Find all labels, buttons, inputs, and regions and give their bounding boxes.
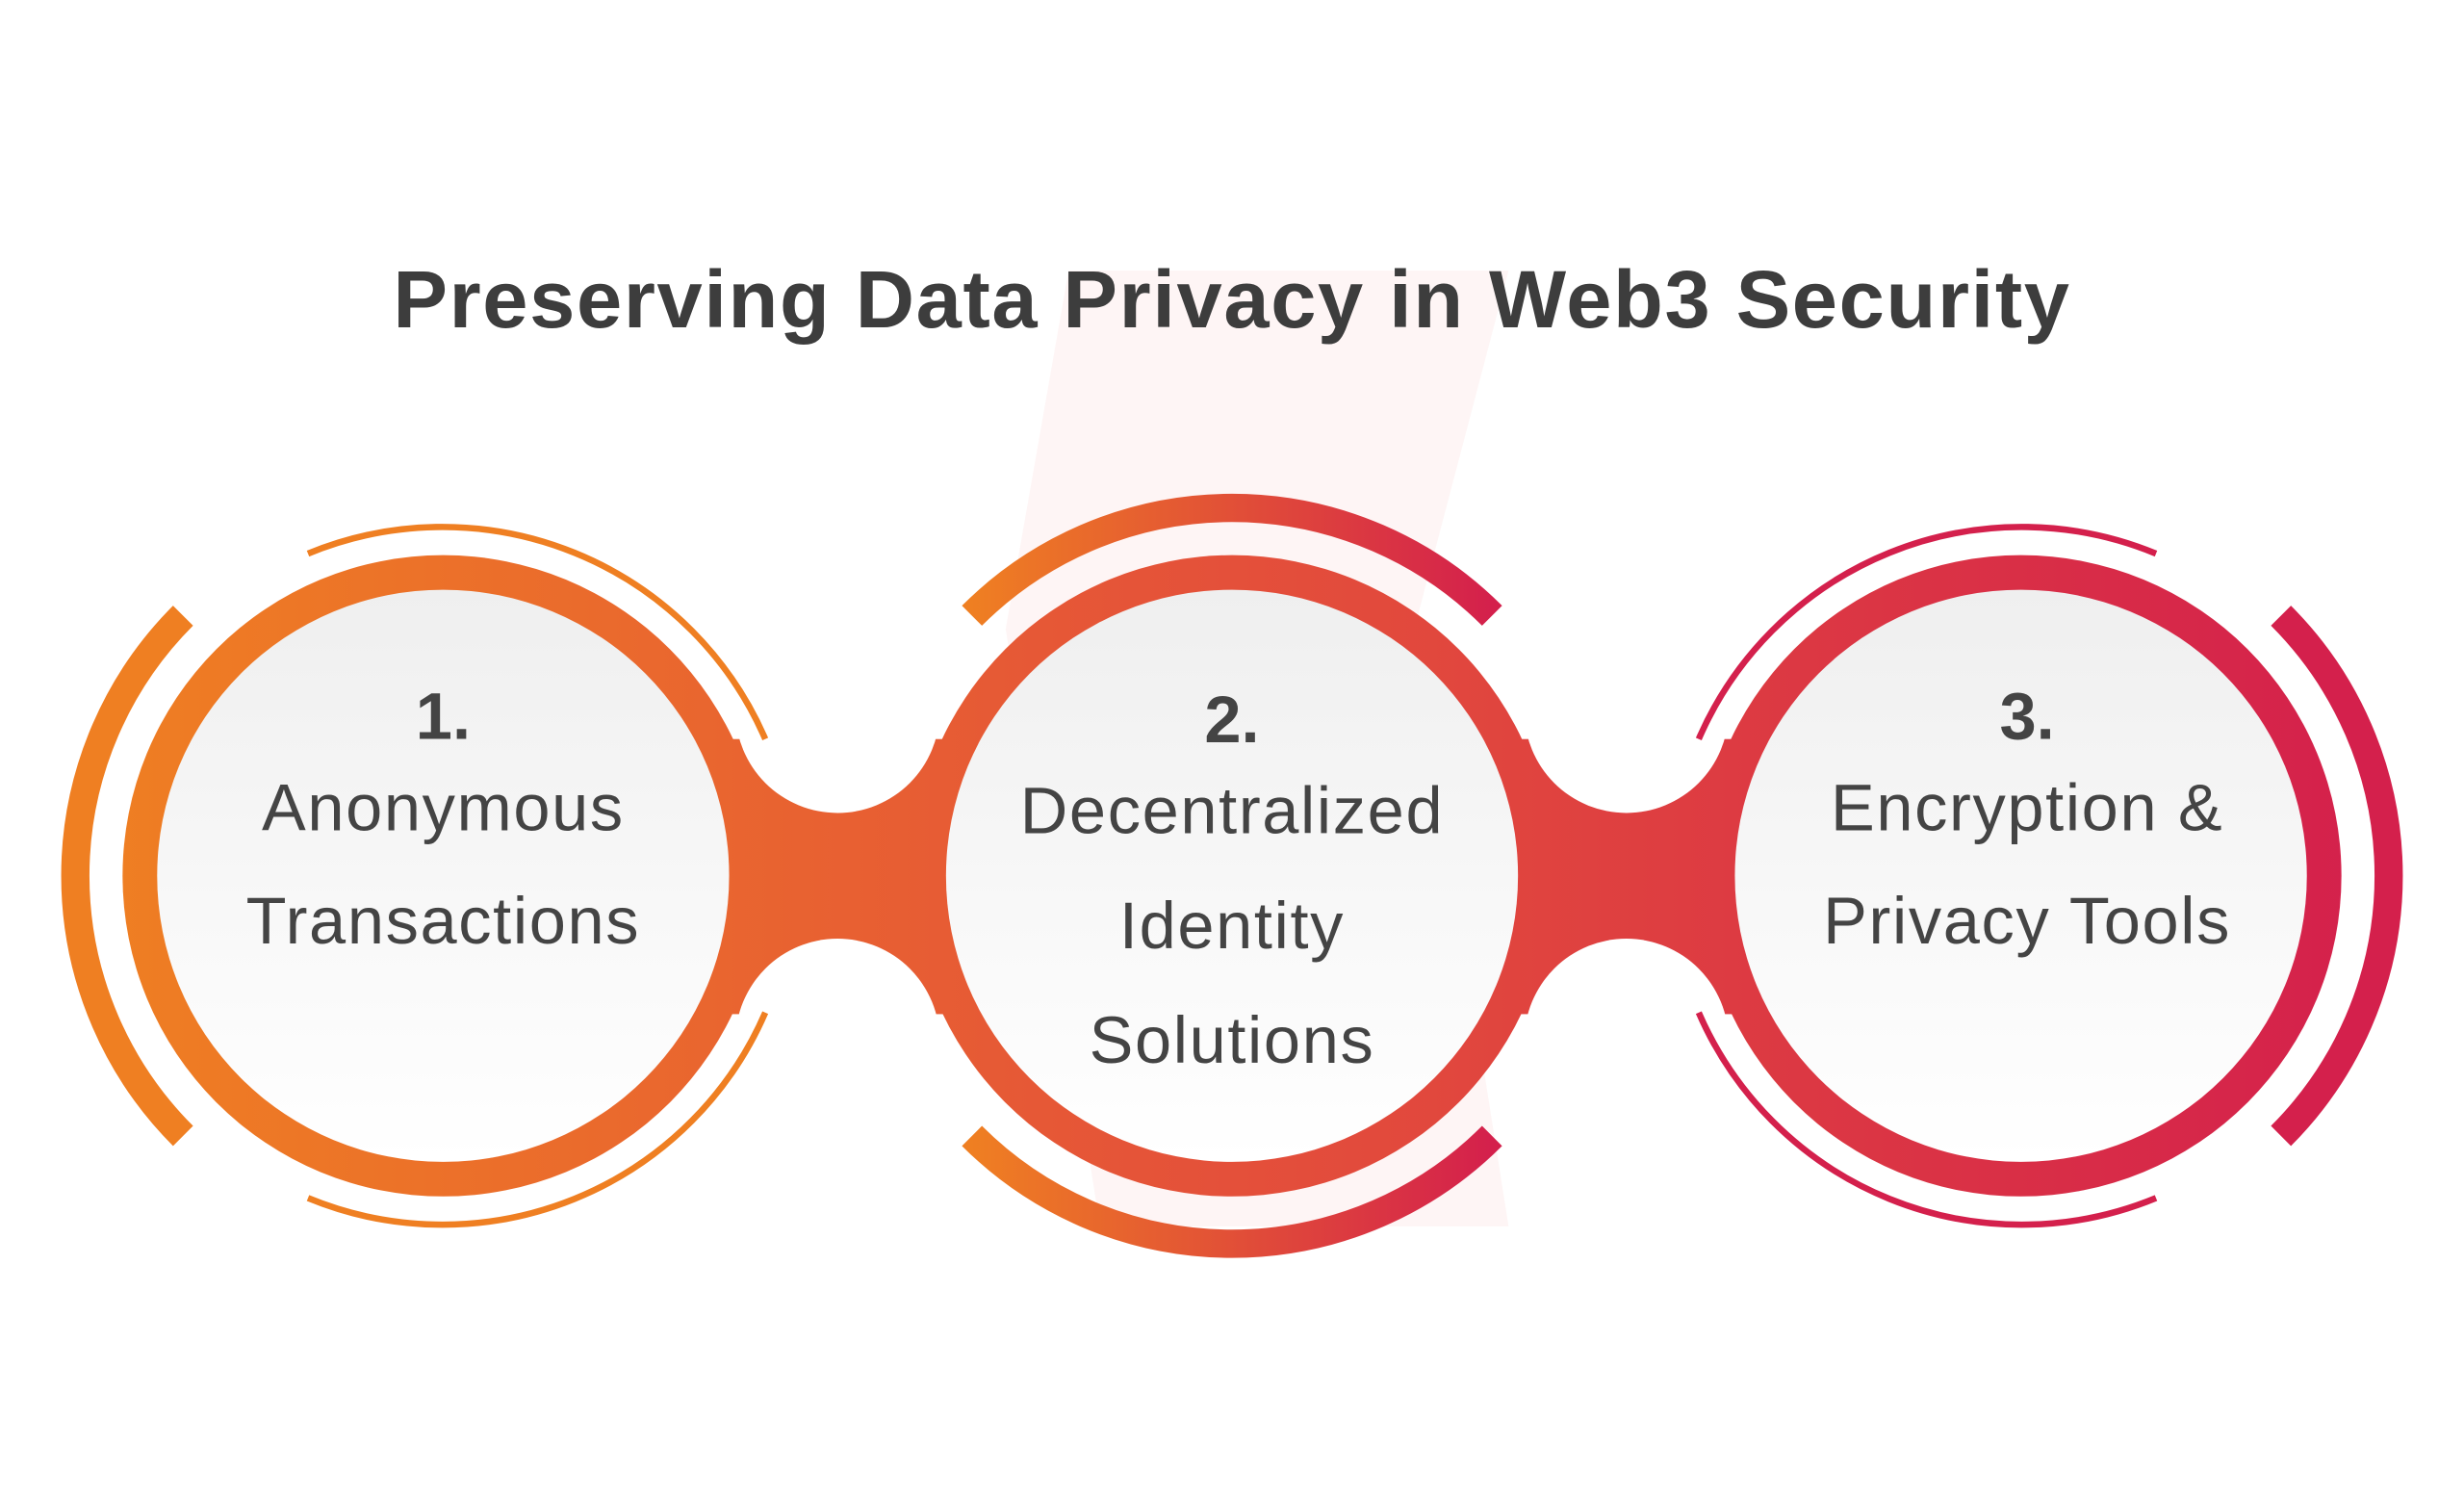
step-1: 1. Anonymous Transactions bbox=[61, 524, 769, 1228]
step-2: 2. Decentralized Identity Solutions bbox=[911, 493, 1553, 1258]
outer-arc-top bbox=[962, 493, 1502, 626]
inner-disc bbox=[945, 589, 1519, 1162]
step-label-line: Decentralized bbox=[1020, 774, 1444, 848]
outer-arc-right bbox=[2271, 606, 2403, 1147]
step-label-line: Privacy Tools bbox=[1823, 884, 2231, 958]
outer-arc-left bbox=[61, 606, 193, 1147]
inner-disc bbox=[1734, 589, 2307, 1162]
step-label-line: Solutions bbox=[1090, 1003, 1375, 1077]
outer-arc-bottom bbox=[1695, 1011, 2158, 1228]
step-number: 2. bbox=[1204, 683, 1259, 757]
page-title: Preserving Data Privacy in Web3 Security bbox=[393, 253, 2070, 345]
step-label-line: Anonymous bbox=[262, 770, 625, 844]
step-label-line: Encryption & bbox=[1831, 770, 2223, 844]
outer-arc-top bbox=[306, 524, 769, 741]
step-number: 3. bbox=[2000, 680, 2055, 754]
step-number: 1. bbox=[416, 680, 471, 754]
step-label-line: Transactions bbox=[246, 884, 641, 958]
step-3: 3. Encryption & Privacy Tools bbox=[1695, 524, 2403, 1228]
outer-arc-top bbox=[1695, 524, 2158, 741]
inner-disc bbox=[157, 589, 730, 1162]
step-label-line: Identity bbox=[1119, 889, 1345, 963]
outer-arc-bottom bbox=[962, 1125, 1502, 1258]
outer-arc-bottom bbox=[306, 1011, 769, 1228]
